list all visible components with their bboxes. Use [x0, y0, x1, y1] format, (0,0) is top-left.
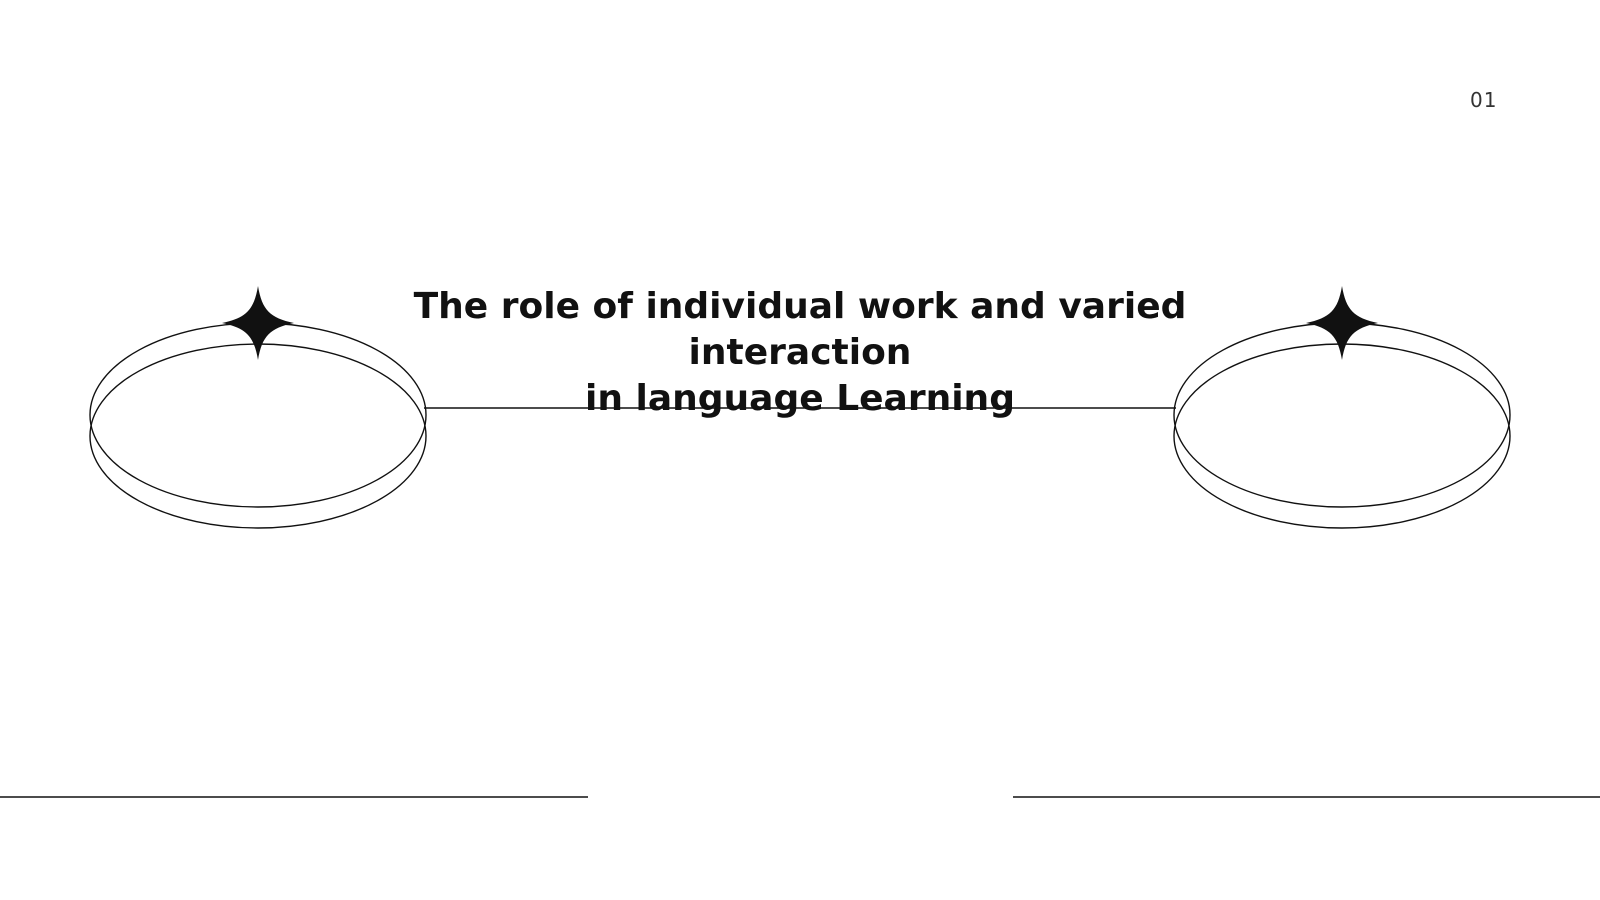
slide-title-line-1: The role of individual work and varied i… [413, 286, 1187, 373]
left-star-icon [222, 286, 294, 360]
right-star-icon [1306, 286, 1378, 360]
slide-number: 01 [1470, 88, 1498, 112]
slide-title: The role of individual work and varied i… [300, 284, 1300, 422]
slide-title-line-2: in language Learning [585, 378, 1015, 419]
